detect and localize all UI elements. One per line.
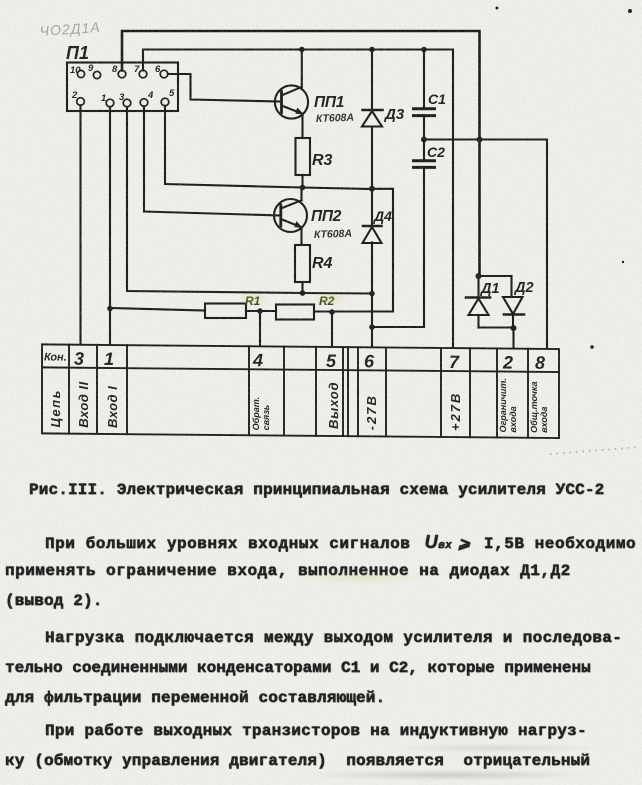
svg-text:Д3: Д3 bbox=[383, 106, 405, 123]
svg-text:Д2: Д2 bbox=[513, 280, 534, 296]
svg-text:R4: R4 bbox=[312, 255, 333, 272]
svg-text:ПП2: ПП2 bbox=[311, 208, 342, 225]
svg-text:2: 2 bbox=[502, 353, 513, 373]
svg-text:7: 7 bbox=[134, 64, 140, 75]
svg-text:2: 2 bbox=[71, 90, 78, 101]
svg-text:6: 6 bbox=[155, 64, 161, 75]
svg-text:П1: П1 bbox=[66, 43, 89, 63]
svg-text:R3: R3 bbox=[312, 152, 333, 169]
svg-text:Д1: Д1 bbox=[479, 281, 500, 297]
svg-text:КТ608А: КТ608А bbox=[314, 228, 353, 241]
svg-text:С1: С1 bbox=[428, 91, 446, 107]
svg-text:8: 8 bbox=[112, 64, 118, 75]
svg-text:Д4: Д4 bbox=[373, 208, 392, 224]
svg-text:7: 7 bbox=[449, 352, 460, 372]
svg-text:3: 3 bbox=[119, 92, 125, 103]
svg-text:Вход II: Вход II bbox=[76, 381, 91, 428]
svg-text:4: 4 bbox=[252, 350, 263, 370]
svg-text:ЧО2Д1А: ЧО2Д1А bbox=[39, 19, 101, 39]
svg-text:Цепь: Цепь bbox=[48, 389, 63, 428]
svg-text:КТ608А: КТ608А bbox=[316, 112, 355, 125]
svg-text:8: 8 bbox=[535, 353, 545, 373]
svg-text:10: 10 bbox=[70, 65, 81, 76]
svg-text:Обрат.: Обрат. bbox=[251, 397, 261, 431]
svg-text:6: 6 bbox=[364, 351, 375, 371]
svg-text:5: 5 bbox=[326, 351, 337, 371]
svg-text:Вход I: Вход I bbox=[105, 386, 120, 428]
svg-text:1: 1 bbox=[104, 349, 114, 369]
svg-text:ПП1: ПП1 bbox=[314, 94, 344, 111]
svg-text:-27В: -27В bbox=[364, 394, 379, 430]
svg-text:5: 5 bbox=[169, 88, 175, 99]
svg-text:входа: входа bbox=[539, 407, 549, 433]
svg-text:Выход: Выход bbox=[326, 382, 341, 430]
svg-text:+27В: +27В bbox=[448, 392, 463, 432]
svg-text:1: 1 bbox=[101, 93, 106, 104]
svg-text:4: 4 bbox=[147, 90, 154, 101]
svg-text:3: 3 bbox=[74, 349, 84, 369]
svg-text:Ограничит.: Ограничит. bbox=[498, 378, 508, 432]
svg-text:входа: входа bbox=[508, 406, 518, 432]
svg-text:Кон.: Кон. bbox=[44, 351, 67, 363]
svg-text:9: 9 bbox=[88, 63, 94, 74]
svg-text:Общ.точка: Общ.точка bbox=[529, 381, 539, 432]
svg-text:С2: С2 bbox=[427, 144, 445, 160]
svg-text:связь: связь bbox=[261, 405, 271, 431]
